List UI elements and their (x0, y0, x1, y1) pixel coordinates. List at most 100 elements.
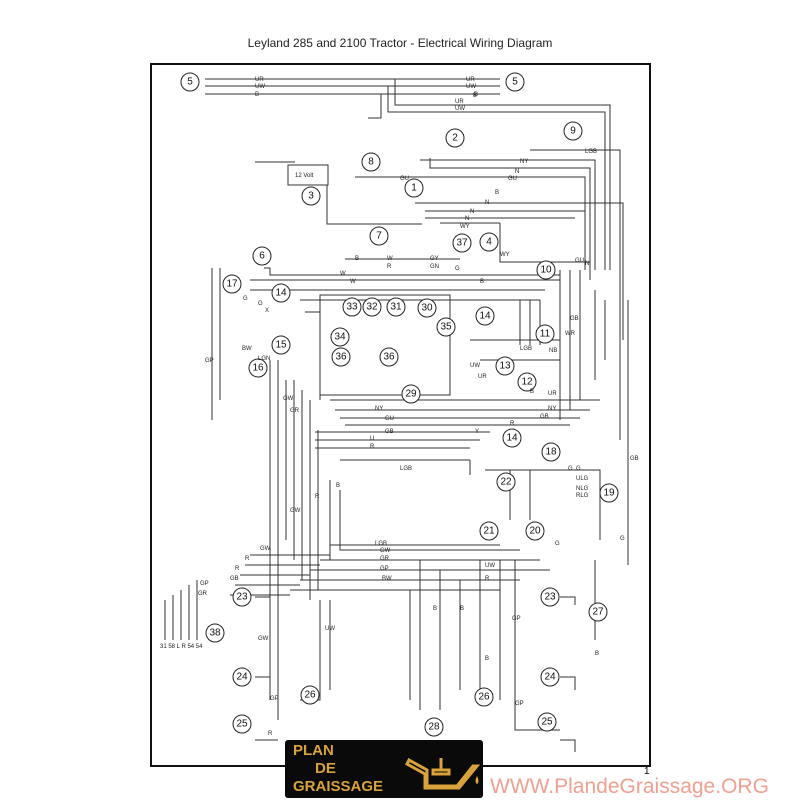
wire-label: B (495, 190, 499, 196)
wire-label: G (243, 296, 248, 302)
wire-label: GU (400, 176, 409, 182)
component-marker (588, 602, 608, 622)
component-25: 25 (232, 714, 252, 734)
component-number: 21 (483, 526, 495, 537)
wire-label: WY (460, 224, 470, 230)
component-number: 25 (236, 719, 248, 730)
component-24: 24 (232, 667, 252, 687)
component-marker (271, 283, 291, 303)
component-24: 24 (540, 667, 560, 687)
component-marker (331, 347, 351, 367)
component-marker (386, 297, 406, 317)
wire-label: B (480, 279, 484, 285)
wire-label: RLG (576, 493, 589, 499)
component-16: 16 (248, 358, 268, 378)
wire-label: NY (520, 159, 528, 165)
component-marker (404, 178, 424, 198)
component-22: 22 (496, 472, 516, 492)
component-number: 24 (544, 672, 556, 683)
wire-label: GP (380, 566, 389, 572)
wires (164, 78, 629, 752)
component-number: 17 (226, 279, 238, 290)
component-12: 12 (517, 372, 537, 392)
component-marker (424, 717, 444, 737)
component-marker (300, 685, 320, 705)
component-number: 5 (187, 77, 193, 88)
wire-label: Y (475, 429, 479, 435)
component-marker (361, 152, 381, 172)
component-26: 26 (474, 687, 494, 707)
wire-label: GB (540, 414, 549, 420)
wire-label: N (515, 169, 519, 175)
wire-label: NY (548, 406, 556, 412)
component-marker (232, 714, 252, 734)
component-28: 28 (424, 717, 444, 737)
component-34: 34 (330, 327, 350, 347)
wire-label: GW (283, 396, 294, 402)
logo-line3: GRAISSAGE (293, 778, 384, 795)
wire-label: G (576, 466, 581, 472)
component-number: 2 (452, 133, 458, 144)
component-marker (222, 274, 242, 294)
wire-label: UR (548, 391, 557, 397)
component-marker (537, 712, 557, 732)
component-number: 38 (209, 628, 221, 639)
wire-label: UW (470, 363, 480, 369)
wire-label: B (485, 656, 489, 662)
wire-label: GP (512, 616, 521, 622)
watermark: WWW.PlandeGraissage.ORG (490, 775, 769, 798)
component-number: 23 (236, 592, 248, 603)
component-marker (496, 472, 516, 492)
wire-label: GP (205, 358, 214, 364)
wire-label: BW (382, 576, 392, 582)
component-23: 23 (232, 587, 252, 607)
component-15: 15 (271, 335, 291, 355)
page-title: Leyland 285 and 2100 Tractor - Electrica… (247, 36, 553, 50)
component-marker (479, 521, 499, 541)
component-marker (180, 72, 200, 92)
wire-label: GB (630, 456, 639, 462)
component-number: 26 (304, 690, 316, 701)
component-5: 5 (505, 72, 525, 92)
component-number: 14 (275, 288, 287, 299)
wire-label: LGB (400, 466, 412, 472)
wire-label: B (530, 389, 534, 395)
component-14: 14 (475, 306, 495, 326)
component-11: 11 (535, 324, 555, 344)
wire-label: LGB (375, 541, 387, 547)
wire-label: NLG (576, 486, 589, 492)
component-number: 9 (570, 126, 576, 137)
wire-label: GP (515, 701, 524, 707)
component-number: 35 (440, 322, 452, 333)
component-marker (445, 128, 465, 148)
wire-label: LGN (258, 356, 270, 362)
component-number: 18 (545, 447, 557, 458)
component-number: 1 (411, 183, 417, 194)
component-10: 10 (536, 260, 556, 280)
wire-label: W (340, 271, 346, 277)
component-13: 13 (495, 356, 515, 376)
component-33: 33 (342, 297, 362, 317)
component-marker (479, 232, 499, 252)
component-number: 14 (479, 311, 491, 322)
wire-label: B (433, 606, 437, 612)
wire-label: WR (565, 331, 576, 337)
component-marker (369, 226, 389, 246)
component-9: 9 (563, 121, 583, 141)
component-number: 14 (506, 433, 518, 444)
component-number: 23 (544, 592, 556, 603)
wire-label: BW (242, 346, 252, 352)
wire-label: UW (455, 106, 465, 112)
wire-label: UR (466, 77, 475, 83)
component-marker (401, 384, 421, 404)
wire-label: R (245, 556, 250, 562)
wire-label: GW (260, 546, 271, 552)
component-18: 18 (541, 442, 561, 462)
component-number: 22 (500, 477, 512, 488)
component-marker (301, 186, 321, 206)
wire-label: B (255, 92, 259, 98)
wire-label: N (485, 200, 489, 206)
component-14: 14 (502, 428, 522, 448)
wire-label: GR (290, 408, 300, 414)
